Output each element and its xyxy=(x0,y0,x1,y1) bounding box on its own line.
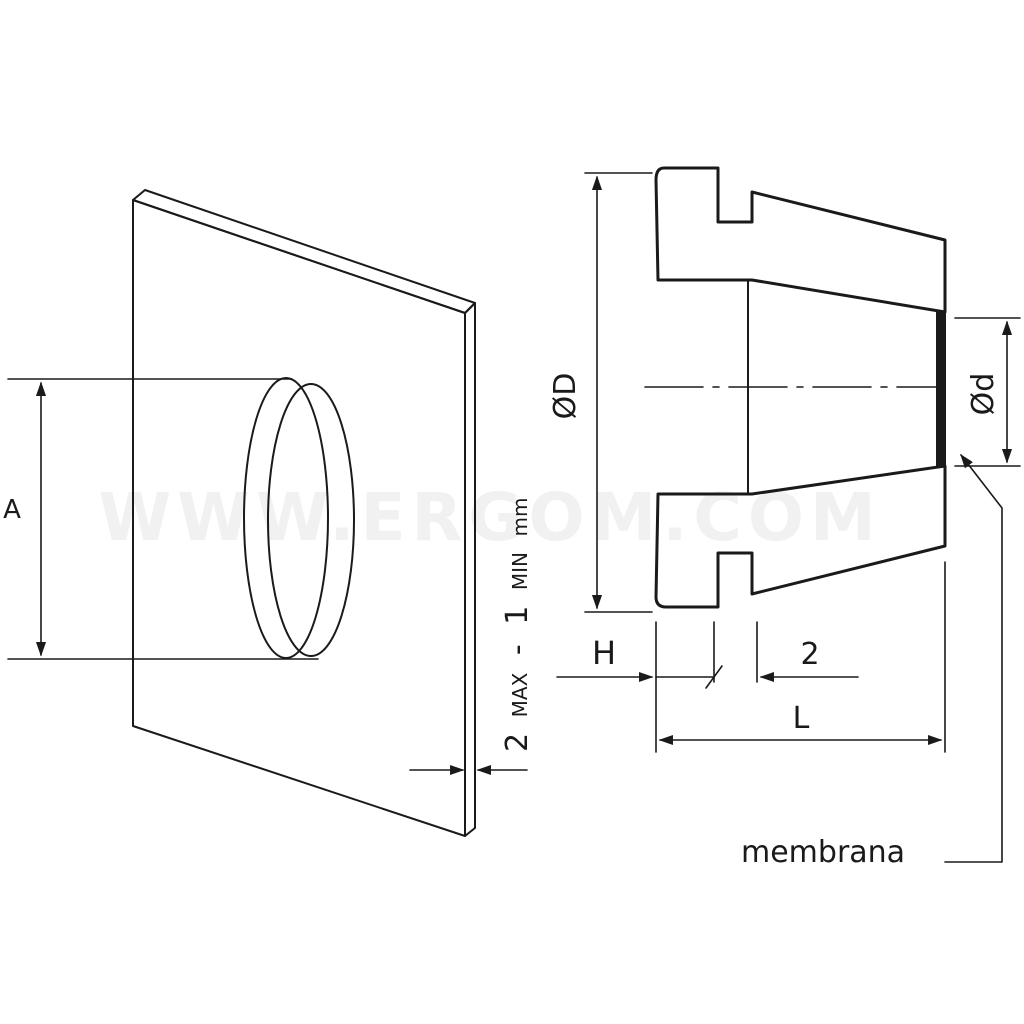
dim-a-label: A xyxy=(3,495,21,525)
bore-taper-bottom xyxy=(751,465,946,495)
dim-groove-label: 2 xyxy=(800,637,819,672)
dim-h-label: H xyxy=(592,634,616,672)
panel-top-edge xyxy=(132,189,476,314)
panel-side-edge xyxy=(464,302,476,837)
dim-l-label: L xyxy=(793,701,810,736)
panel-view: A 2 MAX - 1 MIN mm xyxy=(3,189,535,837)
dim-od-label: ØD xyxy=(548,373,583,420)
membrane-label: membrana xyxy=(741,835,905,870)
membrane xyxy=(936,312,946,466)
dim-id-label: Ød xyxy=(966,373,1001,416)
watermark: WWW.ERGOM.COM xyxy=(98,479,881,556)
panel-thickness-label: 2 MAX - 1 MIN mm xyxy=(500,498,535,752)
dim-groove-tick xyxy=(705,665,723,689)
grommet-section-view: ØD Ød H 2 L membrana xyxy=(548,166,1021,870)
panel-hole-inner xyxy=(267,383,355,657)
section-bottom xyxy=(654,464,947,609)
section-top xyxy=(654,166,947,314)
panel-hole-rim xyxy=(243,377,329,659)
membrane-leader xyxy=(944,453,1003,863)
bore-taper-top xyxy=(751,279,946,313)
